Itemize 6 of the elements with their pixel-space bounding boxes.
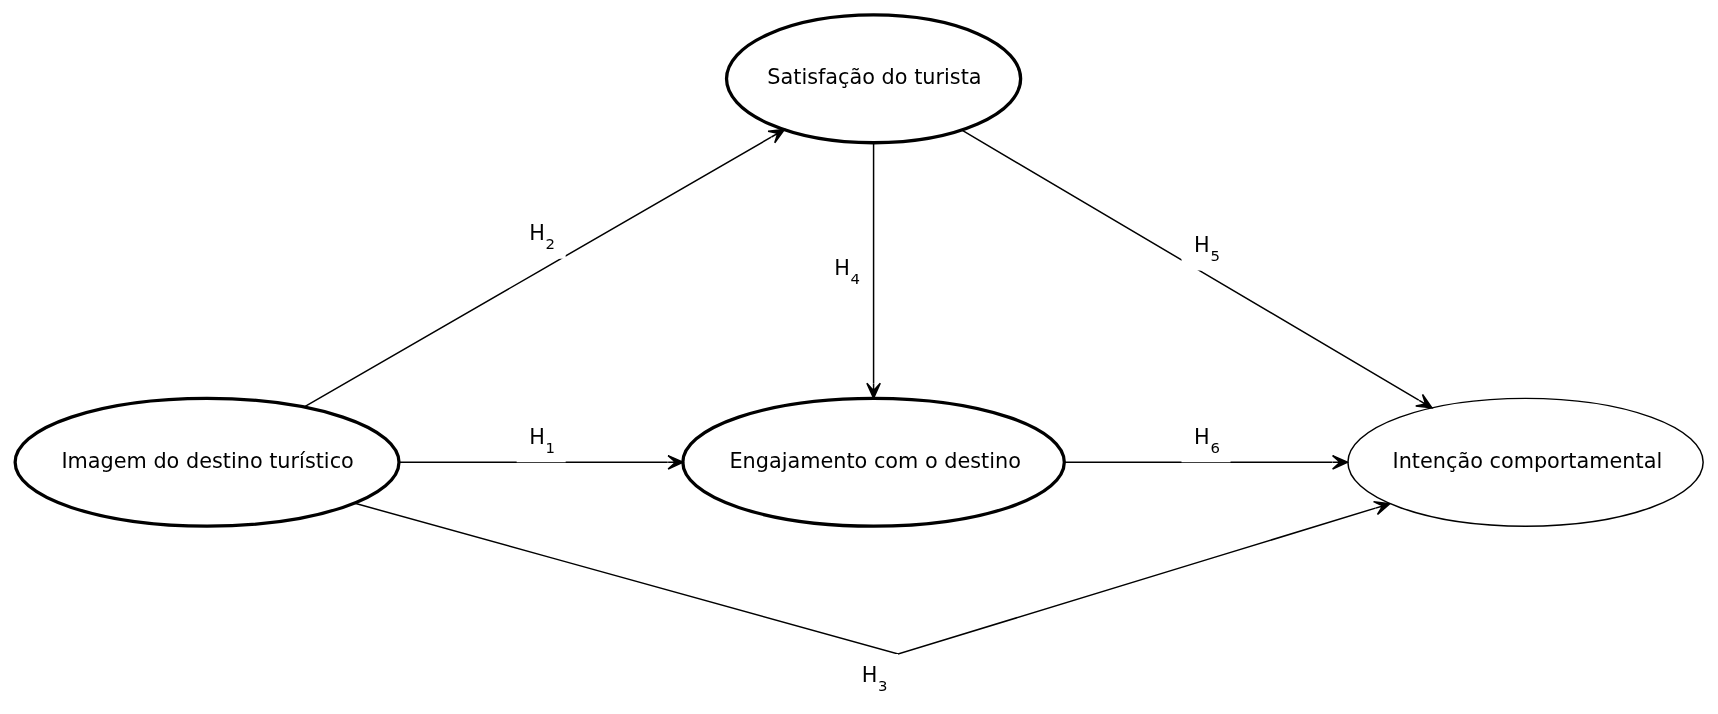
edge-label: H$_{4}$ bbox=[834, 255, 861, 288]
edge-label: H$_{1}$ bbox=[529, 424, 556, 457]
edge-label: H$_{2}$ bbox=[529, 220, 556, 253]
edge-label: H$_{3}$ bbox=[861, 662, 888, 695]
edge-label: H$_{6}$ bbox=[1194, 424, 1220, 457]
edge-label: H$_{5}$ bbox=[1194, 232, 1220, 265]
